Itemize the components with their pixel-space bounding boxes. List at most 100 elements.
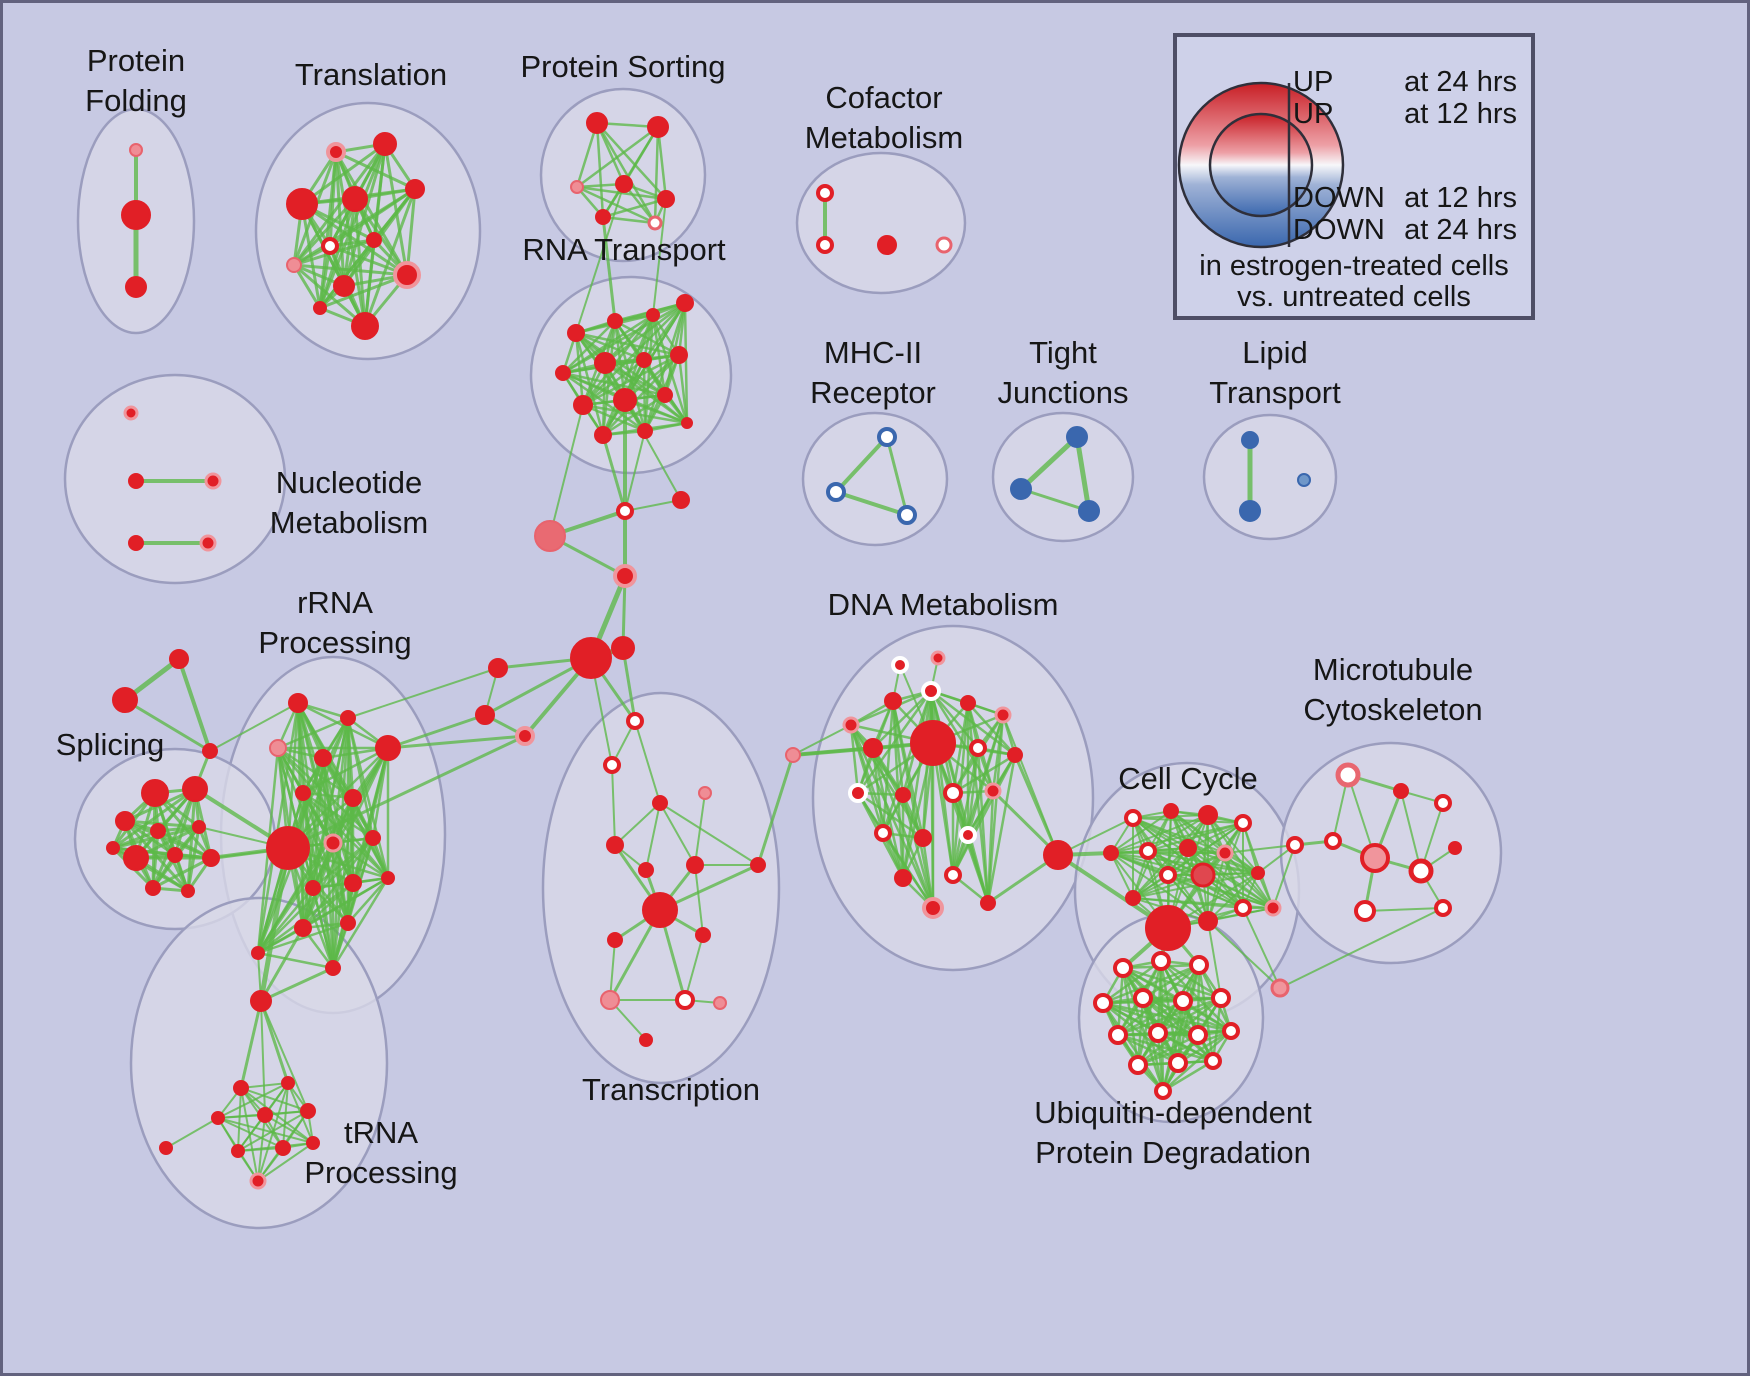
- network-edge: [1019, 487, 1091, 513]
- cluster-label-transcription: Transcription: [582, 1072, 760, 1107]
- network-node-105: [626, 712, 644, 730]
- network-node-116: [600, 990, 620, 1010]
- network-node-19: [657, 190, 675, 208]
- network-node-142: [891, 656, 909, 674]
- cluster-label-translation: Translation: [295, 57, 447, 92]
- network-edge: [240, 1087, 309, 1112]
- cluster-ellipse-cofactor-metabolism: [795, 151, 967, 295]
- network-node-124: [960, 695, 976, 711]
- network-node-138: [944, 866, 962, 884]
- network-edge: [575, 121, 599, 189]
- network-edge: [217, 1082, 289, 1119]
- network-edge: [1136, 1033, 1200, 1067]
- network-node-89: [211, 1111, 225, 1125]
- network-edge: [581, 358, 646, 407]
- network-node-132: [943, 783, 963, 803]
- network-node-99: [613, 564, 637, 588]
- network-edge: [386, 713, 487, 750]
- network-edge: [331, 876, 390, 970]
- network-node-141: [1043, 840, 1073, 870]
- network-edge: [549, 404, 584, 537]
- network-node-48: [1297, 473, 1311, 487]
- network-edge: [603, 313, 655, 365]
- cluster-label-mhc-ii-receptor: MHC-II: [824, 335, 922, 370]
- network-edge: [561, 319, 617, 375]
- network-node-29: [676, 294, 694, 312]
- network-node-95: [249, 1172, 267, 1190]
- network-node-41: [826, 482, 846, 502]
- network-edge: [1141, 963, 1201, 1000]
- cluster-label-rrna-processing: rRNA: [297, 585, 373, 620]
- network-edge: [574, 331, 681, 357]
- network-node-166: [1448, 841, 1462, 855]
- network-edge: [966, 833, 990, 905]
- network-node-151: [1216, 844, 1234, 862]
- network-edge: [871, 689, 933, 750]
- legend-down-12-time: at 12 hrs: [1404, 182, 1517, 214]
- cluster-label-ubiquitin-dependent-protein-degradation: Protein Degradation: [1035, 1135, 1311, 1170]
- network-edge: [1207, 920, 1281, 989]
- network-node-156: [1234, 899, 1252, 917]
- network-node-163: [1324, 832, 1342, 850]
- network-edge: [561, 371, 667, 397]
- network-node-168: [1434, 899, 1452, 917]
- network-node-8: [321, 237, 339, 255]
- network-edge: [1400, 790, 1422, 872]
- legend-glyph: [1177, 81, 1345, 249]
- network-edge: [581, 313, 655, 407]
- network-edge: [259, 926, 305, 1003]
- network-node-167: [1354, 900, 1376, 922]
- network-node-27: [607, 313, 623, 329]
- network-edge: [123, 819, 201, 829]
- network-edge: [1101, 1001, 1165, 1093]
- network-node-53: [199, 534, 217, 552]
- network-node-0: [129, 143, 143, 157]
- network-edge: [256, 921, 350, 955]
- network-edge: [1136, 1029, 1233, 1067]
- network-node-178: [1108, 1025, 1128, 1045]
- network-node-110: [606, 836, 624, 854]
- network-node-150: [1179, 839, 1197, 857]
- network-edge: [1101, 963, 1201, 1005]
- network-edge: [595, 121, 668, 201]
- network-edge: [986, 753, 1017, 905]
- cluster-label-splicing: Splicing: [56, 727, 165, 762]
- network-node-78: [305, 880, 321, 896]
- network-node-15: [586, 112, 608, 134]
- network-edge: [258, 845, 291, 1004]
- network-edge: [239, 999, 263, 1090]
- network-node-185: [1154, 1082, 1172, 1100]
- network-node-68: [288, 693, 308, 713]
- network-node-157: [1125, 890, 1141, 906]
- network-node-161: [1393, 783, 1409, 799]
- network-node-101: [611, 636, 635, 660]
- network-edge: [292, 263, 322, 310]
- network-node-152: [1159, 866, 1177, 884]
- network-node-97: [672, 491, 690, 509]
- network-node-106: [785, 747, 801, 763]
- network-node-81: [294, 919, 312, 937]
- network-edge: [286, 746, 390, 850]
- network-node-46: [1241, 431, 1259, 449]
- network-node-83: [325, 960, 341, 976]
- network-node-139: [922, 897, 944, 919]
- network-node-145: [1163, 803, 1179, 819]
- network-node-91: [300, 1103, 316, 1119]
- cluster-label-ubiquitin-dependent-protein-degradation: Ubiquitin-dependent: [1034, 1095, 1312, 1130]
- cluster-label-cofactor-metabolism: Metabolism: [805, 120, 964, 155]
- network-edge: [386, 734, 527, 750]
- network-node-26: [567, 324, 585, 342]
- network-node-20: [595, 209, 611, 225]
- network-edge: [1364, 907, 1444, 912]
- network-node-162: [1434, 794, 1452, 812]
- network-edge: [240, 1087, 314, 1144]
- network-edge: [1116, 999, 1185, 1037]
- network-node-66: [181, 884, 195, 898]
- cluster-label-tight-junctions: Tight: [1029, 335, 1097, 370]
- cluster-label-cell-cycle: Cell Cycle: [1118, 761, 1258, 796]
- network-node-103: [475, 705, 495, 725]
- network-edge: [871, 746, 885, 835]
- network-node-115: [695, 927, 711, 943]
- network-node-181: [1222, 1022, 1240, 1040]
- network-node-21: [647, 215, 663, 231]
